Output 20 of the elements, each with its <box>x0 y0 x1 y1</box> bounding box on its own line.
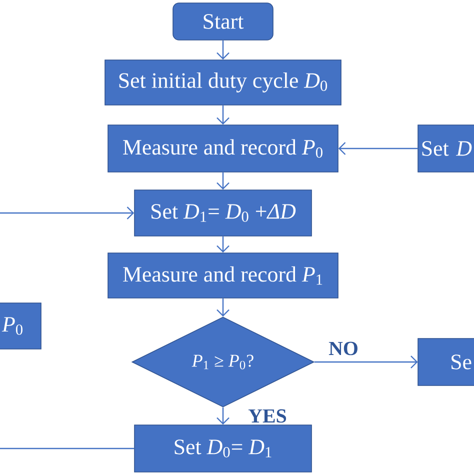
arrow <box>314 356 418 368</box>
process-box: Set D$_{1}$= D$_{0}$ +ΔD <box>134 190 312 236</box>
process-box: Set initial duty cycle D$_{0}$ <box>104 60 342 106</box>
process-box: Se <box>418 338 474 386</box>
arrow <box>216 172 230 190</box>
arrow <box>216 298 230 317</box>
arrow <box>216 40 230 60</box>
process-box: P$_{0}$ <box>0 302 42 350</box>
arrow <box>216 407 230 425</box>
process-box: Set D <box>418 124 474 172</box>
start-box: Start <box>172 2 274 40</box>
arrow <box>216 105 230 125</box>
arrow <box>0 206 134 220</box>
process-box: Set D$_{0}$= D$_{1}$ <box>134 424 312 472</box>
arrow <box>338 142 418 155</box>
edge-label: NO <box>328 340 360 356</box>
process-box: Measure and record P$_{0}$ <box>108 124 338 172</box>
edge-label: YES <box>247 408 288 424</box>
process-box: Measure and record P$_{1}$ <box>108 252 338 298</box>
arrow <box>216 236 230 253</box>
